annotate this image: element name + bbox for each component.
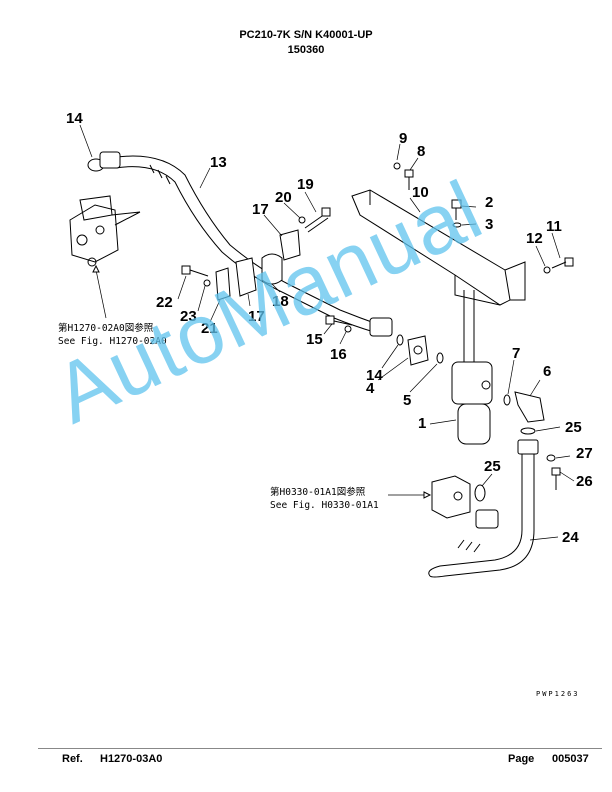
- callout-14-top: 14: [66, 110, 83, 127]
- footer-ref-value: H1270-03A0: [100, 753, 163, 765]
- footer-page-value: 005037: [552, 753, 589, 765]
- part-17-bracket-lower: [235, 257, 257, 297]
- callout-12: 12: [526, 230, 543, 247]
- ref-h0330-en: See Fig. H0330-01A1: [270, 500, 379, 511]
- part-21-bracket: [215, 267, 231, 301]
- callout-27: 27: [576, 445, 593, 462]
- part-25-oring-right: [520, 427, 536, 435]
- callout-11: 11: [546, 218, 562, 235]
- callout-9: 9: [399, 130, 407, 147]
- callout-21: 21: [201, 320, 218, 337]
- pump-assembly: [69, 195, 141, 267]
- callout-3: 3: [485, 216, 493, 233]
- callout-17-upper: 17: [252, 201, 269, 218]
- part-11-bolt: [551, 257, 574, 269]
- callout-22: 22: [156, 294, 173, 311]
- part-13-tube: [99, 151, 393, 337]
- callout-7: 7: [512, 345, 520, 362]
- callout-20: 20: [275, 189, 292, 206]
- part-19-bolt: [304, 207, 331, 233]
- footer-page-label: Page: [508, 753, 535, 765]
- callout-26: 26: [576, 473, 593, 490]
- part-24-hose: [428, 439, 539, 578]
- callout-24: 24: [562, 529, 579, 546]
- part-1-filter: [451, 290, 493, 445]
- callout-4: 4: [366, 380, 375, 397]
- part-4-adapter: [407, 335, 429, 366]
- part-15-bolt: [325, 315, 353, 326]
- part-3-washer: [452, 222, 462, 228]
- callout-6: 6: [543, 363, 551, 380]
- part-9-washer: [393, 162, 401, 170]
- callout-14-lower: 14: [366, 367, 383, 384]
- part-26-bolt: [551, 467, 561, 490]
- callout-16: 16: [330, 346, 347, 363]
- part-5-oring: [436, 352, 444, 364]
- reference-block-h0330: [431, 475, 471, 519]
- part-18-clamp: [261, 253, 283, 285]
- part-23-washer: [203, 279, 211, 287]
- ref-h1270-en: See Fig. H1270-02A0: [58, 336, 167, 347]
- callout-1: 1: [418, 415, 426, 432]
- drawing-code: PWP1263: [536, 690, 580, 698]
- callout-15: 15: [306, 331, 323, 348]
- callout-2: 2: [485, 194, 493, 211]
- callout-19: 19: [297, 176, 314, 193]
- part-6-elbow: [514, 391, 545, 423]
- callout-25-lower: 25: [484, 458, 501, 475]
- part-12-washer: [543, 266, 551, 274]
- part-7-oring: [503, 394, 511, 406]
- leader-lines: [79, 124, 575, 541]
- callout-18: 18: [272, 293, 289, 310]
- part-20-washer: [298, 216, 306, 224]
- callout-8: 8: [417, 143, 425, 160]
- part-17-bracket-upper: [279, 229, 301, 261]
- callout-13: 13: [210, 154, 227, 171]
- footer-ref-label: Ref.: [62, 753, 83, 765]
- part-2-bolt: [451, 199, 462, 220]
- part-number-title: 150360: [287, 44, 325, 56]
- callout-5: 5: [403, 392, 411, 409]
- callout-23: 23: [180, 308, 197, 325]
- part-16-washer: [344, 325, 352, 333]
- model-title: PC210-7K S/N K40001-UP: [239, 29, 373, 41]
- callout-25-right: 25: [565, 419, 582, 436]
- callout-17-lower: 17: [248, 308, 265, 325]
- ref-h0330-jp: 第H0330-01A1図参照: [270, 486, 366, 498]
- part-10-frame: [351, 189, 526, 306]
- part-14-oring-lower: [396, 334, 404, 346]
- part-27-washer: [546, 454, 556, 462]
- ref-h1270-jp: 第H1270-02A0図参照: [58, 322, 154, 334]
- part-22-bolt: [181, 265, 209, 277]
- part-25-oring-lower: [474, 484, 486, 502]
- callout-10: 10: [412, 184, 429, 201]
- part-8-bolt: [404, 169, 414, 190]
- footer-divider: [38, 748, 602, 749]
